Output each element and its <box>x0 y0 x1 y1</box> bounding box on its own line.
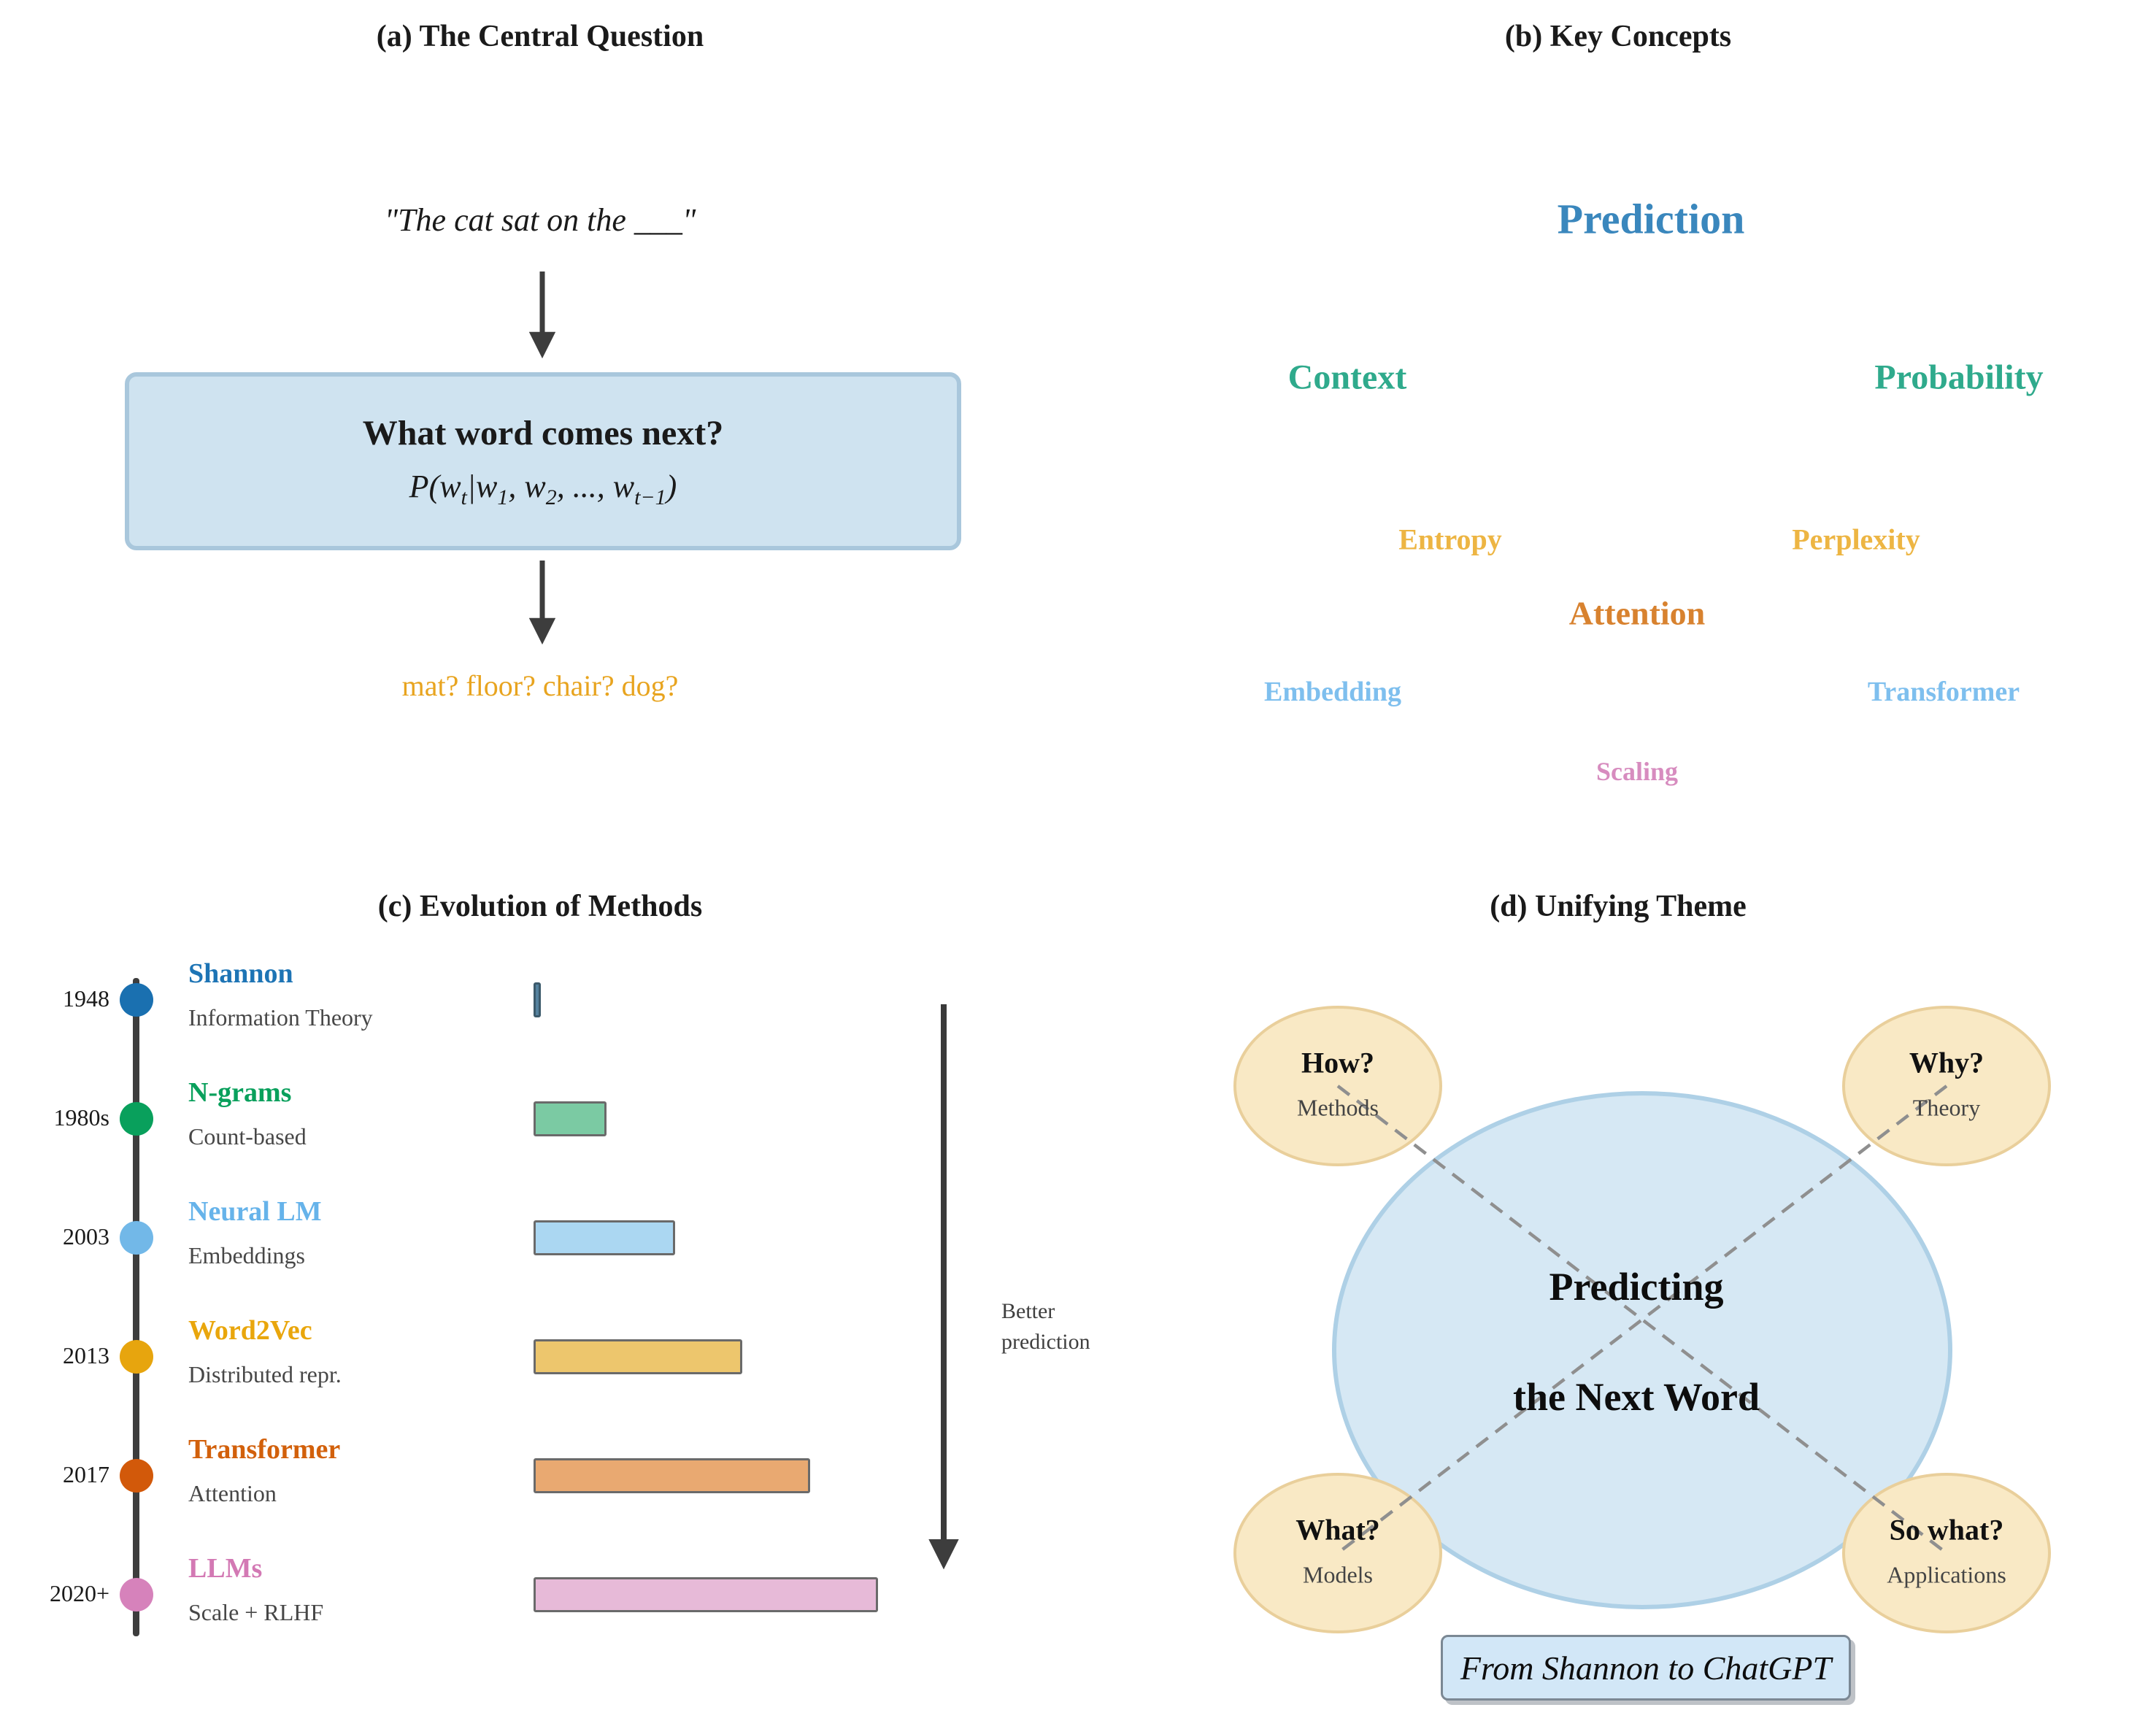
timeline-dot <box>120 1340 153 1374</box>
timeline-dot <box>120 1578 153 1611</box>
timeline-desc: Embeddings <box>188 1242 305 1268</box>
central-question-box: What word comes next? P(wt|w1, w2, ..., … <box>125 372 961 550</box>
timeline-bar <box>534 1577 878 1612</box>
timeline-bar <box>534 1458 810 1493</box>
central-question-text: What word comes next? <box>362 413 724 453</box>
timeline-axis <box>133 978 139 1636</box>
timeline-desc: Information Theory <box>188 1004 373 1031</box>
timeline-name: LLMs <box>188 1553 263 1584</box>
timeline-desc: Distributed repr. <box>188 1361 342 1387</box>
theme-node-subtitle: Models <box>1303 1561 1373 1588</box>
probability-formula: P(wt|w1, w2, ..., wt−1) <box>409 468 677 509</box>
timeline-bar <box>534 1220 675 1255</box>
timeline-year: 1948 <box>63 985 109 1012</box>
timeline-year: 2013 <box>63 1342 109 1368</box>
timeline-name: Neural LM <box>188 1196 322 1227</box>
dashed-link-how-sowhat <box>1336 1085 1948 1555</box>
better-label-line2: prediction <box>1001 1330 1090 1354</box>
timeline-year: 2017 <box>63 1461 109 1487</box>
better-label-line1: Better <box>1001 1299 1055 1323</box>
timeline-desc: Count-based <box>188 1123 307 1150</box>
timeline-bar <box>534 1339 742 1374</box>
timeline-name: Word2Vec <box>188 1315 312 1346</box>
timeline-year: 2003 <box>63 1223 109 1249</box>
concept-word-attention: Attention <box>1568 594 1706 632</box>
panel-c-title: (c) Evolution of Methods <box>377 890 703 923</box>
concept-word-context: Context <box>1287 358 1407 397</box>
timeline-dot <box>120 1102 153 1136</box>
banner-text: From Shannon to ChatGPT <box>1460 1649 1832 1687</box>
timeline-desc: Attention <box>188 1480 277 1506</box>
concept-word-probability: Probability <box>1874 358 2044 397</box>
theme-node-question: What? <box>1295 1513 1380 1547</box>
theme-center-line2: the Next Word <box>1513 1375 1760 1419</box>
panel-b-title: (b) Key Concepts <box>1504 20 1732 53</box>
timeline-dot <box>120 1459 153 1493</box>
theme-node-question: Why? <box>1909 1046 1984 1079</box>
timeline-dot <box>120 1221 153 1255</box>
timeline-name: N-grams <box>188 1077 292 1108</box>
theme-center-line1: Predicting <box>1549 1265 1724 1309</box>
candidate-answers: mat? floor? chair? dog? <box>401 669 679 702</box>
concept-word-transformer: Transformer <box>1867 677 2020 707</box>
timeline-desc: Scale + RLHF <box>188 1599 324 1625</box>
concept-word-entropy: Entropy <box>1398 523 1502 556</box>
timeline-dot <box>120 983 153 1017</box>
concept-word-scaling: Scaling <box>1595 757 1679 786</box>
panel-d-title: (d) Unifying Theme <box>1490 890 1747 923</box>
timeline-name: Shannon <box>188 958 293 989</box>
theme-node-subtitle: Theory <box>1912 1094 1981 1121</box>
example-sentence: "The cat sat on the ___" <box>384 202 696 238</box>
timeline-bar <box>534 982 541 1017</box>
timeline-bar <box>534 1101 607 1136</box>
concept-word-embedding: Embedding <box>1264 677 1401 707</box>
timeline-name: Transformer <box>188 1434 341 1465</box>
theme-node-subtitle: Methods <box>1297 1094 1379 1121</box>
theme-node-question: So what? <box>1889 1513 2004 1547</box>
theme-node-subtitle: Applications <box>1887 1561 2006 1588</box>
dashed-link-why-what <box>1336 1085 1948 1555</box>
timeline-year: 2020+ <box>49 1580 109 1606</box>
banner-box: From Shannon to ChatGPT <box>1441 1635 1851 1701</box>
theme-node-question: How? <box>1301 1046 1374 1079</box>
concept-word-perplexity: Perplexity <box>1792 523 1920 556</box>
panel-a-title: (a) The Central Question <box>376 20 704 53</box>
concept-word-prediction: Prediction <box>1557 195 1745 243</box>
timeline-year: 1980s <box>53 1104 109 1131</box>
